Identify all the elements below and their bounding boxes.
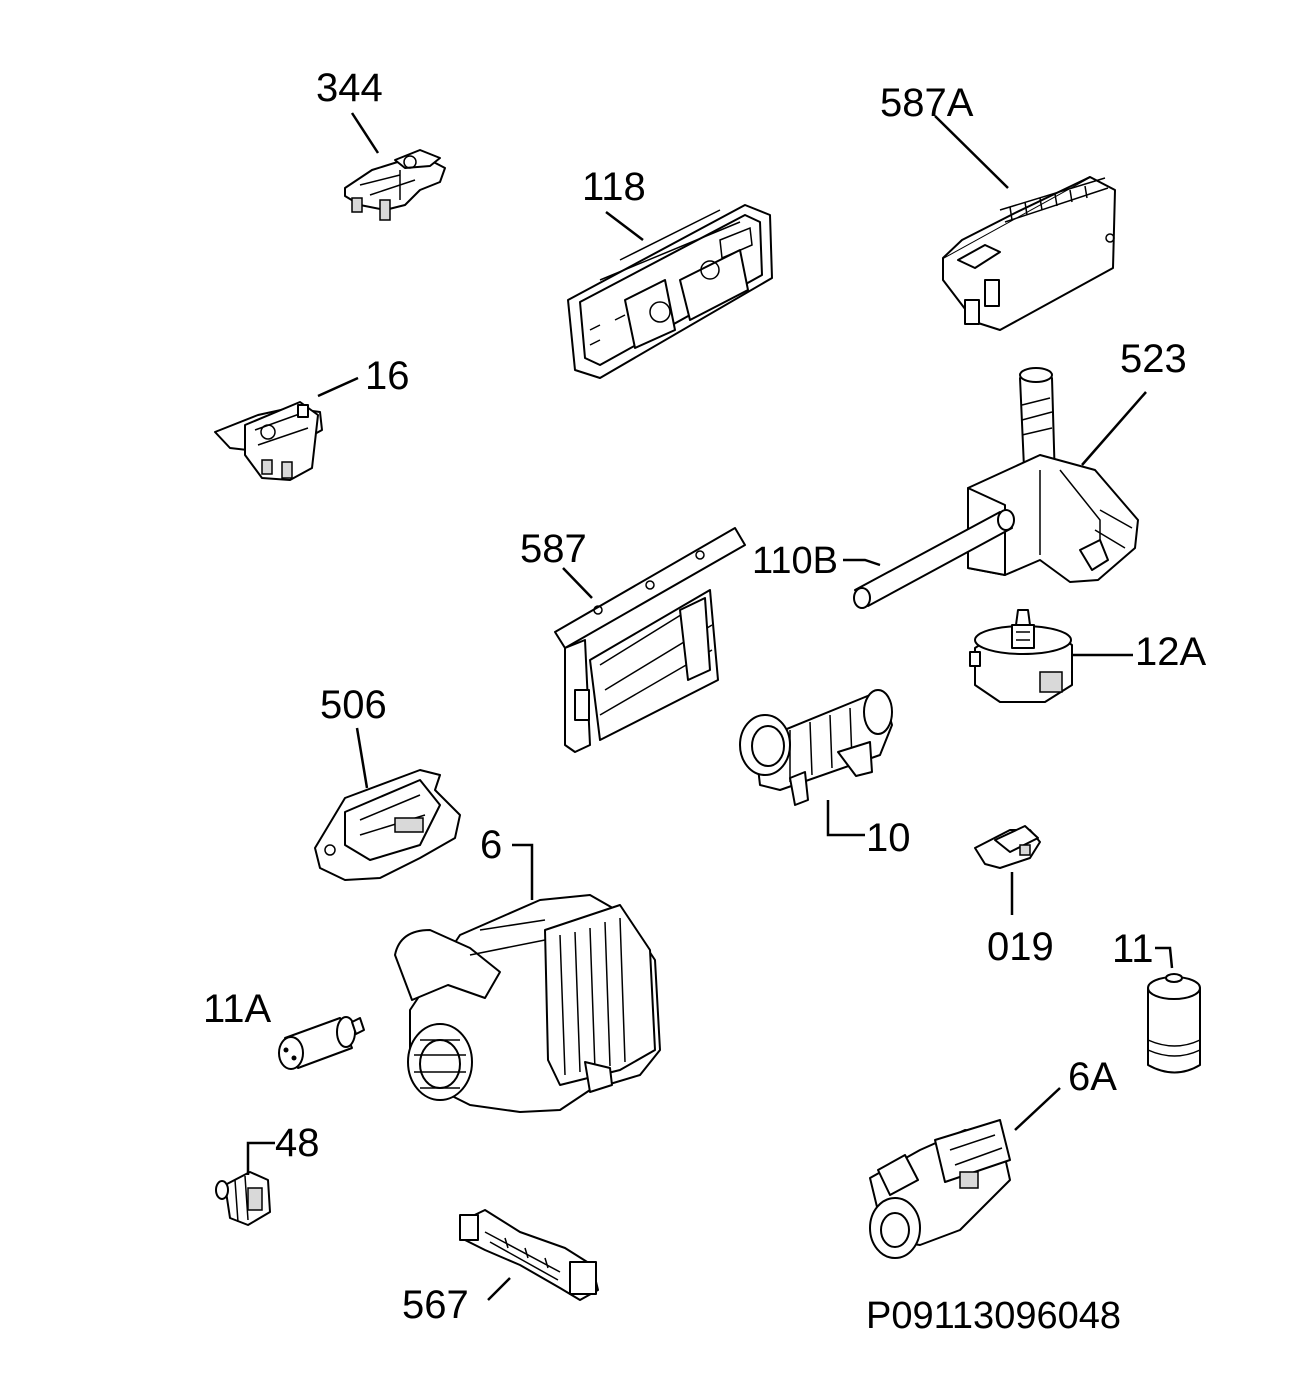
label-110B[interactable]: 110B — [752, 540, 838, 582]
leader-10 — [826, 800, 865, 837]
part-567-drawing[interactable] — [459, 1209, 599, 1301]
leader-523 — [1081, 391, 1147, 466]
label-587[interactable]: 587 — [520, 527, 587, 571]
part-344-drawing[interactable] — [344, 149, 446, 221]
label-506[interactable]: 506 — [320, 683, 387, 727]
label-344[interactable]: 344 — [316, 66, 383, 110]
diagram-reference-code: P09113096048 — [866, 1295, 1121, 1337]
leader-6A — [1014, 1087, 1061, 1131]
part-11-drawing[interactable] — [1147, 973, 1201, 1074]
leader-110B — [843, 558, 881, 567]
label-567[interactable]: 567 — [402, 1283, 469, 1327]
label-118[interactable]: 118 — [582, 165, 646, 209]
label-16[interactable]: 16 — [365, 354, 410, 398]
label-12A[interactable]: 12A — [1135, 630, 1206, 674]
leader-587A — [934, 115, 1009, 189]
part-16-drawing[interactable] — [214, 401, 323, 481]
label-6A[interactable]: 6A — [1068, 1055, 1117, 1099]
part-110B-drawing[interactable] — [853, 509, 1015, 609]
leader-587 — [562, 567, 593, 599]
label-10[interactable]: 10 — [866, 816, 911, 860]
leader-506 — [355, 727, 369, 789]
part-11A-drawing[interactable] — [278, 1016, 365, 1070]
part-6A-drawing[interactable] — [869, 1119, 1011, 1259]
part-48-drawing[interactable] — [215, 1171, 271, 1226]
leader-344 — [350, 112, 380, 154]
part-506-drawing[interactable] — [314, 769, 461, 881]
leader-567 — [487, 1277, 511, 1301]
label-523[interactable]: 523 — [1120, 337, 1187, 381]
part-10-drawing[interactable] — [739, 689, 893, 806]
leader-118 — [605, 211, 644, 241]
part-6-drawing[interactable] — [394, 894, 661, 1113]
label-587A[interactable]: 587A — [880, 81, 974, 125]
part-118-drawing[interactable] — [567, 204, 773, 379]
leader-16 — [317, 376, 359, 398]
label-11[interactable]: 11 — [1112, 927, 1154, 971]
leader-48 — [246, 1141, 275, 1175]
part-587-drawing[interactable] — [554, 527, 746, 753]
part-12A-drawing[interactable] — [969, 609, 1073, 703]
label-6[interactable]: 6 — [480, 823, 502, 867]
leader-11 — [1155, 946, 1174, 969]
label-019[interactable]: 019 — [987, 925, 1054, 969]
label-11A[interactable]: 11A — [203, 987, 272, 1031]
label-48[interactable]: 48 — [275, 1121, 320, 1165]
leader-6 — [512, 843, 534, 900]
part-587A-drawing[interactable] — [942, 176, 1116, 331]
part-019-drawing[interactable] — [974, 825, 1041, 869]
